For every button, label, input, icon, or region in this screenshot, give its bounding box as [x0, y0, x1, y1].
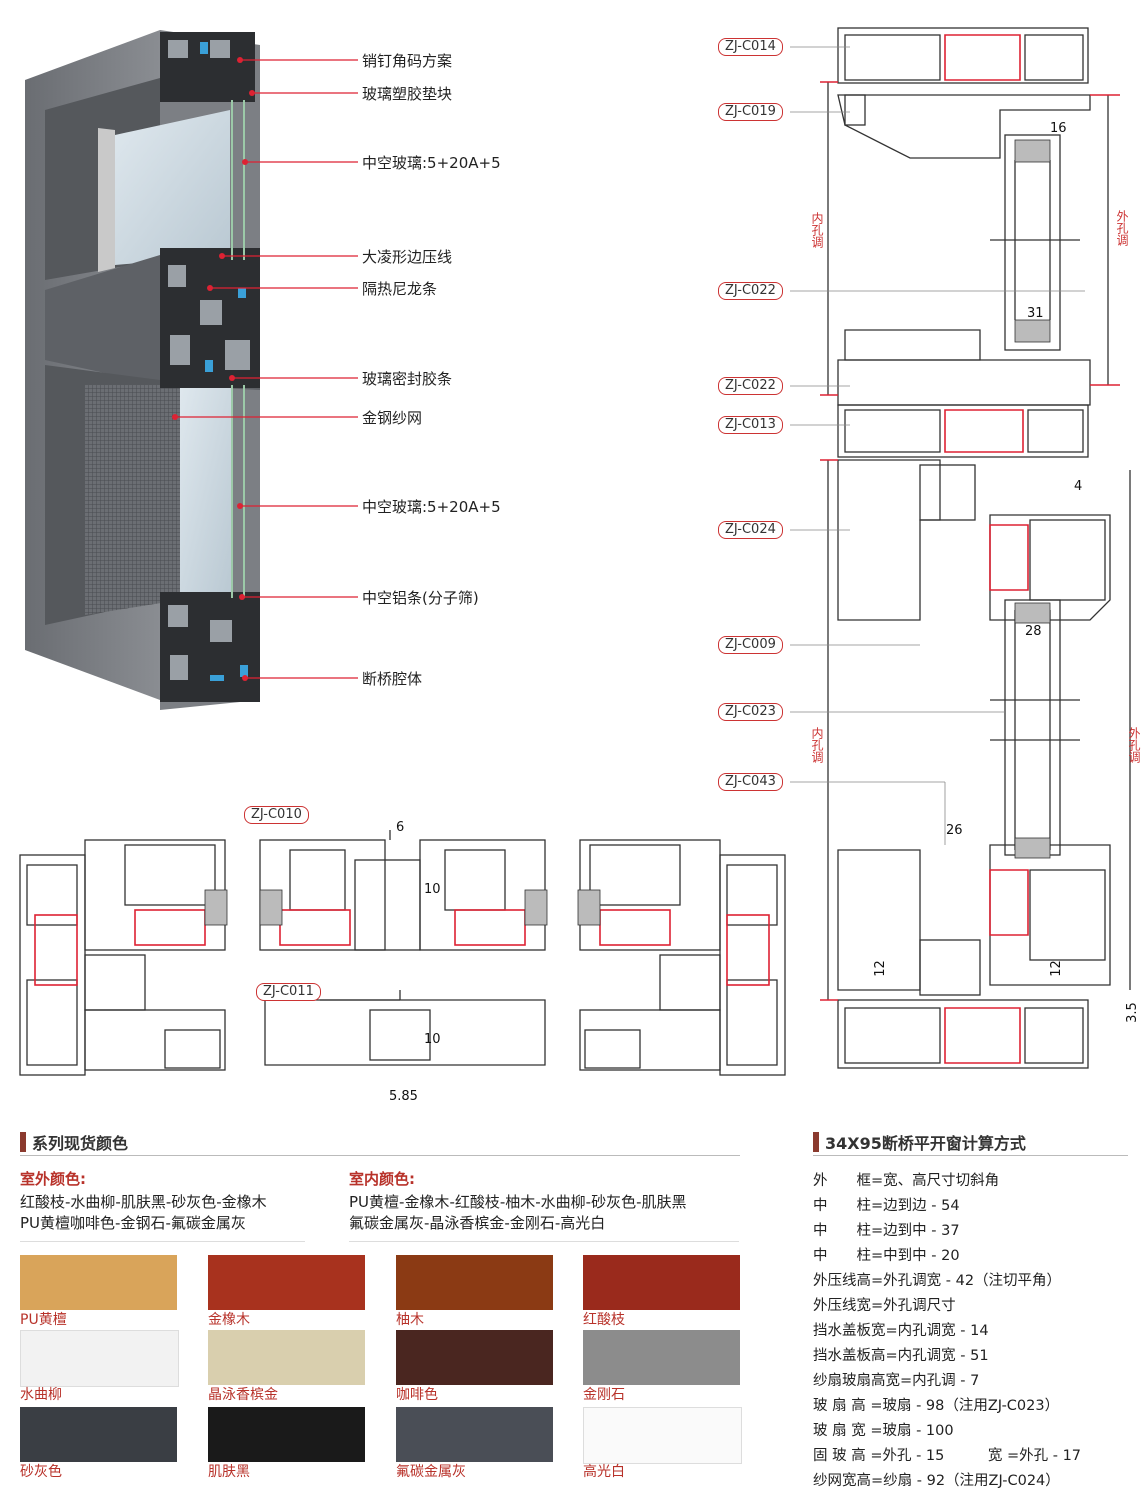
section-bar-marker — [20, 1132, 26, 1152]
color-swatch — [208, 1407, 365, 1462]
calc-row: 玻 扇 高 =玻扇 - 98（注用ZJ-C023） — [813, 1398, 1060, 1414]
dim-31: 31 — [1027, 306, 1044, 321]
inner-colors-line1: PU黄檀-金橡木-红酸枝-柚木-水曲柳-砂灰色-肌肤黑 — [349, 1193, 687, 1211]
calc-row: 挡水盖板高=内孔调宽 - 51 — [813, 1348, 989, 1364]
calc-section-title: 34X95断桥平开窗计算方式 — [825, 1134, 1026, 1153]
label-outer-hole-2: 外孔调 — [1127, 727, 1141, 763]
colors-divider — [20, 1155, 740, 1156]
code-tag-c019: ZJ-C019 — [718, 103, 783, 121]
dim-10-top: 10 — [424, 882, 441, 897]
calc-row: 挡水盖板宽=内孔调宽 - 14 — [813, 1323, 989, 1339]
label-outer-hole-1: 外孔调 — [1115, 210, 1129, 246]
calc-row: 外压线宽=外孔调尺寸 — [813, 1298, 956, 1314]
color-swatch-label: 金刚石 — [583, 1387, 625, 1403]
code-tag-c022-b: ZJ-C022 — [718, 377, 783, 395]
callout-leader-lines — [172, 57, 358, 681]
calc-row: 玻 扇 宽 =玻扇 - 100 — [813, 1423, 954, 1439]
code-tag-c043: ZJ-C043 — [718, 773, 783, 791]
dim-5-85: 5.85 — [389, 1089, 418, 1104]
label-inner-hole-2: 内孔调 — [810, 727, 824, 763]
dim-12-left: 12 — [872, 960, 888, 977]
code-tag-c011: ZJ-C011 — [256, 983, 321, 1001]
calc-row: 纱网宽高=纱扇 - 92（注用ZJ-C024） — [813, 1473, 1060, 1489]
window-cutaway-render — [25, 30, 260, 710]
callout-nylon-strip: 隔热尼龙条 — [362, 280, 438, 298]
color-swatch — [396, 1330, 553, 1385]
vertical-section-drawing — [790, 27, 1131, 1069]
code-tag-c010: ZJ-C010 — [244, 806, 309, 824]
dim-6: 6 — [396, 820, 405, 835]
dim-26: 26 — [946, 823, 963, 838]
colors-section-title: 系列现货颜色 — [32, 1134, 129, 1153]
calc-row: 中 柱=中到中 - 20 — [813, 1248, 960, 1264]
color-swatch-label: 咖啡色 — [396, 1387, 438, 1403]
color-swatch — [583, 1255, 740, 1310]
color-swatch-label: PU黄檀 — [20, 1312, 67, 1328]
calc-row: 中 柱=边到边 - 54 — [813, 1198, 960, 1214]
dim-28: 28 — [1025, 624, 1042, 639]
callout-spacer: 中空铝条(分子筛) — [362, 589, 479, 607]
code-tag-c014: ZJ-C014 — [718, 38, 783, 56]
outer-colors-title: 室外颜色: — [20, 1170, 86, 1188]
outer-underline — [20, 1241, 305, 1242]
inner-colors-line2: 氟碳金属灰-晶泳香槟金-金刚石-高光白 — [349, 1214, 606, 1232]
code-tag-c022-a: ZJ-C022 — [718, 282, 783, 300]
calc-row: 纱扇玻扇高宽=内孔调 - 7 — [813, 1373, 980, 1389]
callout-thermal-cavity: 断桥腔体 — [362, 670, 423, 688]
color-swatch — [583, 1330, 740, 1385]
calc-section-header: 34X95断桥平开窗计算方式 — [813, 1130, 1026, 1154]
calc-row: 外压线高=外孔调宽 - 42（注切平角） — [813, 1273, 1062, 1289]
callout-mesh: 金钢纱网 — [362, 409, 423, 427]
color-swatch-label: 砂灰色 — [20, 1464, 62, 1480]
code-tag-c009: ZJ-C009 — [718, 636, 783, 654]
dim-10-bottom: 10 — [424, 1032, 441, 1047]
outer-colors-line1: 红酸枝-水曲柳-肌肤黑-砂灰色-金橡木 — [20, 1193, 267, 1211]
color-swatch-label: 高光白 — [583, 1464, 625, 1480]
callout-bead: 大凌形边压线 — [362, 248, 453, 266]
calc-row: 固 玻 高 =外孔 - 15 宽 =外孔 - 17 — [813, 1448, 1082, 1464]
inner-underline — [349, 1241, 739, 1242]
color-swatch — [208, 1255, 365, 1310]
color-swatch-label: 金橡木 — [208, 1312, 250, 1328]
label-inner-hole-1: 内孔调 — [810, 212, 824, 248]
callout-glass-block: 玻璃塑胶垫块 — [362, 85, 453, 103]
color-swatch — [396, 1407, 553, 1462]
color-swatch-label: 晶泳香槟金 — [208, 1387, 278, 1403]
dim-16: 16 — [1050, 121, 1067, 136]
color-swatch — [20, 1255, 177, 1310]
dim-3-5: 3.5 — [1124, 1002, 1140, 1023]
callout-insulated-glass: 中空玻璃:5+20A+5 — [362, 154, 501, 172]
dim-12-right: 12 — [1048, 960, 1064, 977]
color-swatch — [396, 1255, 553, 1310]
outer-colors-line2: PU黄檀咖啡色-金钢石-氟碳金属灰 — [20, 1214, 246, 1232]
inner-colors-title: 室内颜色: — [349, 1170, 415, 1188]
calc-row: 中 柱=边到中 - 37 — [813, 1223, 960, 1239]
callout-pin-corner: 销钉角码方案 — [362, 52, 453, 70]
callout-glass-seal: 玻璃密封胶条 — [362, 370, 453, 388]
code-tag-c013: ZJ-C013 — [718, 416, 783, 434]
calc-divider — [813, 1155, 1128, 1156]
colors-section-header: 系列现货颜色 — [20, 1130, 128, 1154]
color-swatch-label: 氟碳金属灰 — [396, 1464, 466, 1480]
color-swatch-label: 肌肤黑 — [208, 1464, 250, 1480]
code-tag-c023: ZJ-C023 — [718, 703, 783, 721]
code-tag-c024: ZJ-C024 — [718, 521, 783, 539]
callout-insulated-glass-2: 中空玻璃:5+20A+5 — [362, 498, 501, 516]
horizontal-section-drawing — [19, 830, 786, 1076]
dim-4: 4 — [1074, 479, 1083, 494]
color-swatch — [20, 1407, 177, 1462]
color-swatch-label: 红酸枝 — [583, 1312, 625, 1328]
color-swatch — [583, 1407, 742, 1464]
color-swatch — [208, 1330, 365, 1385]
calc-row: 外 框=宽、高尺寸切斜角 — [813, 1173, 1000, 1189]
color-swatch-label: 柚木 — [396, 1312, 424, 1328]
section-bar-marker — [813, 1132, 819, 1152]
color-swatch-label: 水曲柳 — [20, 1387, 62, 1403]
color-swatch — [20, 1330, 179, 1387]
